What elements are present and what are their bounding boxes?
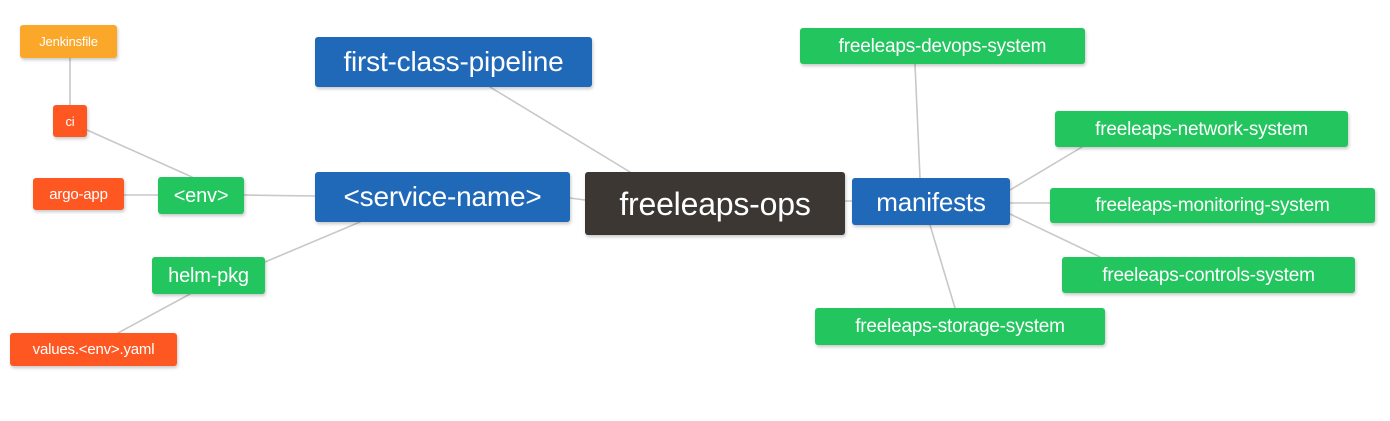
node-manifests[interactable]: manifests xyxy=(852,178,1010,225)
node-label-manifests: manifests xyxy=(876,186,986,217)
node-service-name[interactable]: <service-name> xyxy=(315,172,570,222)
node-helm-pkg[interactable]: helm-pkg xyxy=(152,257,265,294)
node-ci[interactable]: ci xyxy=(53,105,87,137)
node-freeleaps-ops[interactable]: freeleaps-ops xyxy=(585,172,845,235)
node-label-jenkinsfile: Jenkinsfile xyxy=(39,34,98,49)
node-first-class-pipeline[interactable]: first-class-pipeline xyxy=(315,37,592,87)
edge-ci-to-env xyxy=(86,129,193,178)
node-label-freeleaps-ops: freeleaps-ops xyxy=(619,185,811,222)
node-freeleaps-monitoring-system[interactable]: freeleaps-monitoring-system xyxy=(1050,188,1375,223)
edge-manifests-to-freeleaps-devops-system xyxy=(914,63,921,179)
node-label-freeleaps-monitoring-system: freeleaps-monitoring-system xyxy=(1095,195,1330,216)
node-label-freeleaps-storage-system: freeleaps-storage-system xyxy=(855,316,1065,337)
node-label-values-yaml: values.<env>.yaml xyxy=(32,341,155,358)
node-label-env: <env> xyxy=(173,184,229,207)
node-label-freeleaps-controls-system: freeleaps-controls-system xyxy=(1102,264,1315,286)
edge-first-class-pipeline-to-freeleaps-ops xyxy=(489,86,631,173)
node-freeleaps-controls-system[interactable]: freeleaps-controls-system xyxy=(1062,257,1355,293)
node-argo-app[interactable]: argo-app xyxy=(33,178,124,210)
edge-manifests-to-freeleaps-network-system xyxy=(1009,146,1083,191)
edge-helm-pkg-to-values-yaml xyxy=(117,293,191,334)
edge-service-name-to-freeleaps-ops xyxy=(569,197,586,201)
node-label-ci: ci xyxy=(65,113,75,129)
edge-service-name-to-helm-pkg xyxy=(264,221,361,263)
node-label-freeleaps-network-system: freeleaps-network-system xyxy=(1095,118,1308,140)
node-label-argo-app: argo-app xyxy=(49,185,108,203)
node-label-helm-pkg: helm-pkg xyxy=(168,264,249,287)
node-freeleaps-storage-system[interactable]: freeleaps-storage-system xyxy=(815,308,1105,345)
node-env[interactable]: <env> xyxy=(158,177,244,214)
node-label-freeleaps-devops-system: freeleaps-devops-system xyxy=(838,35,1047,57)
node-freeleaps-devops-system[interactable]: freeleaps-devops-system xyxy=(800,28,1085,64)
node-jenkinsfile[interactable]: Jenkinsfile xyxy=(20,25,117,58)
node-label-first-class-pipeline: first-class-pipeline xyxy=(343,46,564,77)
edge-manifests-to-freeleaps-storage-system xyxy=(929,224,956,309)
node-freeleaps-network-system[interactable]: freeleaps-network-system xyxy=(1055,111,1348,147)
node-values-yaml[interactable]: values.<env>.yaml xyxy=(10,333,177,366)
node-label-service-name: <service-name> xyxy=(343,181,542,212)
edge-env-to-service-name xyxy=(243,194,316,197)
